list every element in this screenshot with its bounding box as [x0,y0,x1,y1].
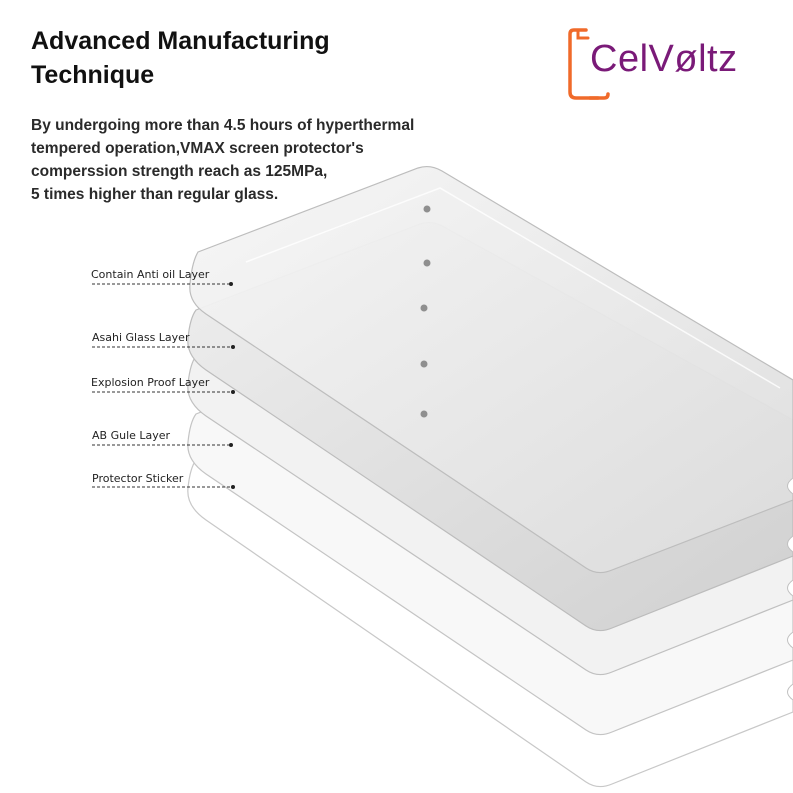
leader-dot [229,282,233,286]
layer-anti-oil [189,165,793,574]
description: By undergoing more than 4.5 hours of hyp… [31,114,414,206]
title-line-2: Technique [31,61,155,89]
description-line-3: comperssion strength reach as 125MPa, [31,163,328,180]
side-notch [787,631,793,649]
label-asahi-glass-layer: Asahi Glass Layer [92,331,190,344]
camera-hole-icon [420,410,428,418]
label-protector-sticker: Protector Sticker [92,472,184,485]
camera-hole-icon [420,304,428,312]
camera-hole-icon [420,360,428,368]
brand-name-text: CelVøltz [590,38,738,80]
side-notch [787,579,793,597]
description-line-1: By undergoing more than 4.5 hours of hyp… [31,117,415,134]
description-line-2: tempered operation,VMAX screen protector… [31,140,364,157]
label-ab-glue-layer: AB Gule Layer [92,429,171,442]
leader-dot [231,390,235,394]
camera-hole-icon [423,205,431,213]
brand-logo: CelVøltz [568,26,768,106]
label-explosion-proof-layer: Explosion Proof Layer [91,376,210,389]
side-notch [787,683,793,701]
leader-dot [231,345,235,349]
title-line-1: Advanced Manufacturing [31,27,330,55]
label-anti-oil-layer: Contain Anti oil Layer [91,268,210,281]
description-line-4: 5 times higher than regular glass. [31,186,279,203]
leader-dot [229,443,233,447]
side-notch [787,477,793,495]
leader-dot [231,485,235,489]
camera-hole-icon [423,259,431,267]
page-title: Advanced Manufacturing Technique [31,24,330,92]
brand-name: CelVøltz [590,38,738,81]
phone-frame-icon [568,28,610,100]
side-notch [787,535,793,553]
